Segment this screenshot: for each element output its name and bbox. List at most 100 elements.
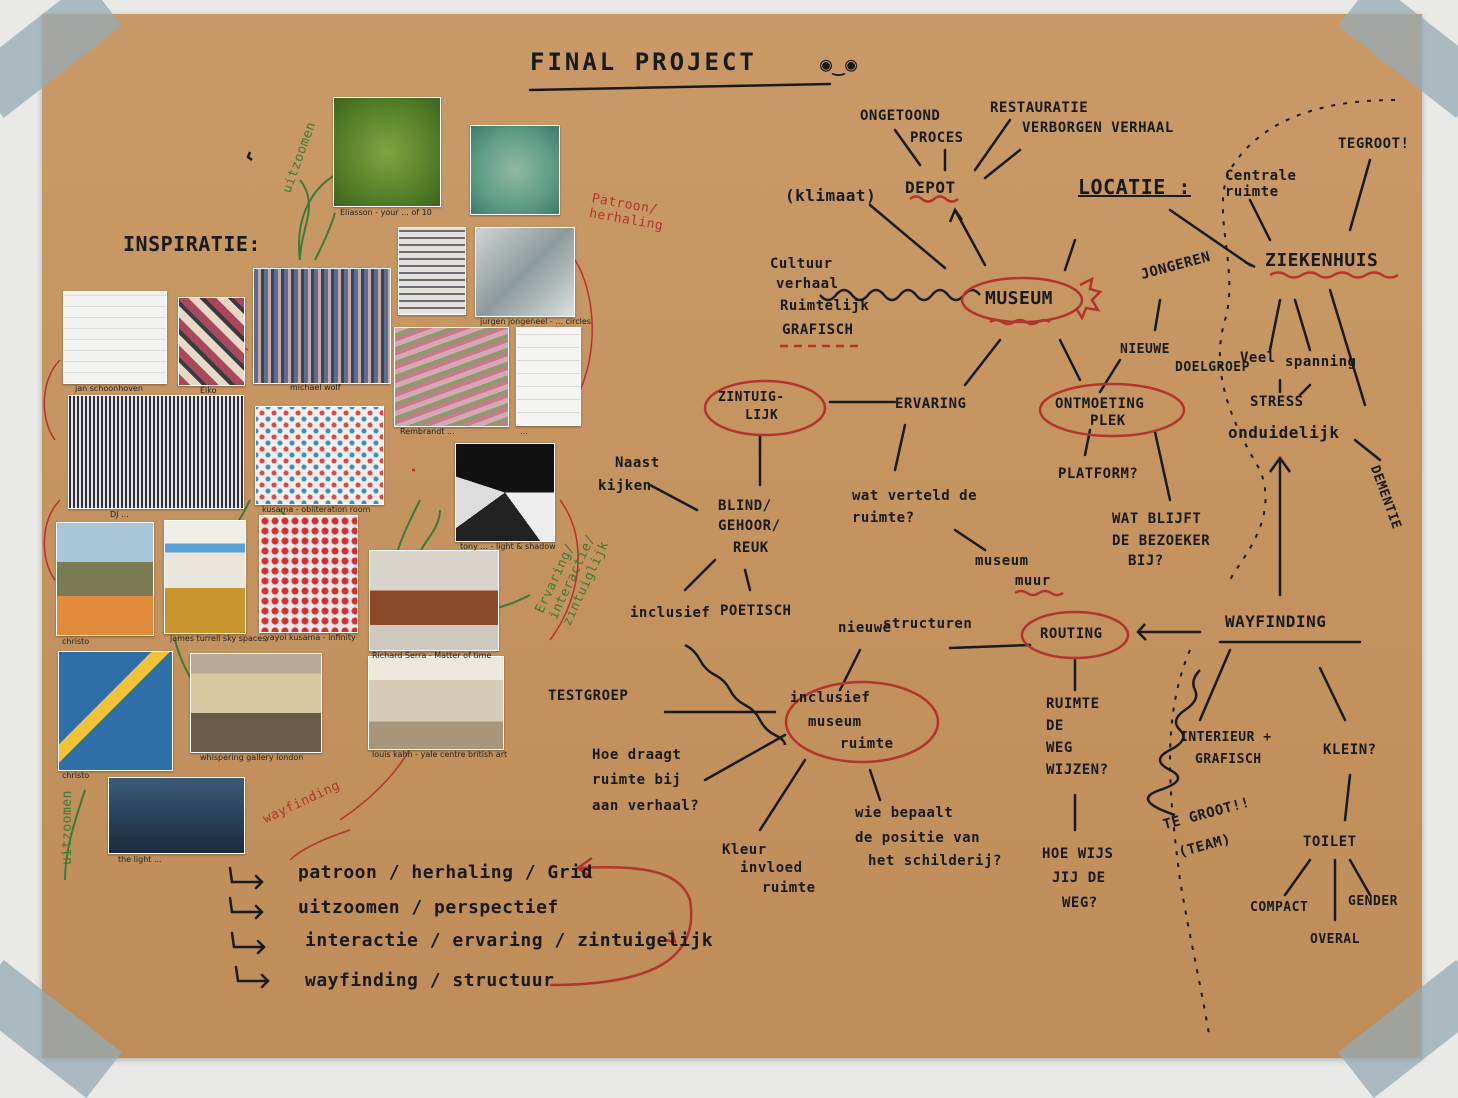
caption: jan schoonhoven — [75, 384, 143, 393]
legend-item: wayfinding / structuur — [305, 970, 555, 991]
photo-dots-room — [255, 406, 384, 505]
node-lijk: LIJK — [745, 408, 779, 423]
node-hoe-wijs-2: JIJ DE — [1052, 870, 1106, 886]
node-testgroep: TESTGROEP — [548, 688, 629, 704]
node-inclusief-2: inclusief — [790, 690, 871, 706]
node-cultuur: Cultuur — [770, 256, 833, 272]
node-blind: BLIND/ — [718, 498, 772, 514]
photo-skyspace — [164, 520, 246, 634]
caption: Eiko — [200, 386, 217, 395]
caption: kusama - obliteration room — [262, 505, 371, 514]
board-title: FINAL PROJECT — [530, 48, 757, 76]
node-naast: Naast — [615, 455, 660, 471]
caption: ... — [520, 427, 528, 436]
caption: Richard Serra - Matter of time — [372, 651, 492, 660]
node-onduidelijk: onduidelijk — [1228, 423, 1340, 442]
caption: michael wolf — [290, 383, 341, 392]
eyes-doodle-icon: ◉‿◉ — [820, 52, 858, 76]
node-ruimte-de-1: RUIMTE — [1046, 696, 1100, 712]
caption: james turrell sky spaces — [170, 634, 267, 643]
node-ruimte-q: ruimte? — [852, 510, 915, 526]
node-ervaring: ERVARING — [895, 396, 967, 412]
caption: the light ... — [118, 855, 162, 864]
node-te-groot-top: TEGROOT! — [1338, 136, 1410, 152]
node-doelgroep: DOELGROEP — [1175, 360, 1250, 375]
caption: Eliasson - your ... of 10 — [340, 208, 432, 217]
photo-aerial-circles — [475, 227, 575, 317]
node-ruimte-de-4: WIJZEN? — [1046, 762, 1109, 778]
node-compact: COMPACT — [1250, 900, 1309, 915]
node-klein: KLEIN? — [1323, 742, 1377, 758]
node-stress: STRESS — [1250, 394, 1304, 410]
photo-whispering-gallery — [190, 653, 322, 753]
node-hoe-wijs-1: HOE WIJS — [1042, 846, 1114, 862]
photo-kusama-red — [259, 515, 358, 633]
caption: christo — [62, 637, 90, 646]
caption: christo — [62, 771, 90, 780]
node-gehoor: GEHOOR/ — [718, 518, 781, 534]
photo-crowd-grid — [398, 227, 466, 315]
node-kleur: Kleur — [722, 842, 767, 858]
node-wat-verteld: wat verteld de — [852, 488, 978, 504]
node-hoe-draagt: Hoe draagt — [592, 747, 682, 763]
caption: tony ... - light & shadow — [460, 542, 556, 551]
node-ruimte-3: ruimte — [762, 880, 816, 896]
node-nieuwe: NIEUWE — [1120, 342, 1170, 357]
node-nieuwe-structuren-2: structuren — [883, 616, 973, 632]
node-gender: GENDER — [1348, 894, 1398, 909]
node-hoe-wijs-3: WEG? — [1062, 895, 1098, 911]
node-depot: DEPOT — [905, 178, 956, 197]
node-wayfinding: WAYFINDING — [1225, 612, 1327, 631]
inspiratie-heading: INSPIRATIE: — [123, 232, 261, 256]
legend-item: patroon / herhaling / Grid — [298, 862, 593, 883]
node-ziekenhuis: ZIEKENHUIS — [1265, 250, 1379, 271]
node-reuk: REUK — [733, 540, 769, 556]
node-ruimtelijk: Ruimtelijk — [780, 298, 870, 314]
node-interieur: INTERIEUR + — [1180, 730, 1272, 745]
photo-teal-circle — [470, 125, 560, 215]
node-overal: OVERAL — [1310, 932, 1360, 947]
caption: whispering gallery london — [200, 753, 304, 762]
caption: yayoi kusama - infinity — [265, 633, 356, 642]
photo-escher-pattern — [178, 297, 245, 386]
caption: DJ ... — [110, 510, 129, 519]
photo-yale-gallery — [368, 656, 504, 750]
photo-white-grid — [516, 327, 581, 426]
node-routing: ROUTING — [1040, 626, 1103, 642]
node-verhaal: verhaal — [776, 276, 839, 292]
node-nieuwe-structuren-1: nieuwe — [838, 620, 892, 636]
node-grafisch-2: GRAFISCH — [1195, 752, 1262, 767]
node-ontmoeting: ONTMOETING — [1055, 396, 1145, 412]
node-ruimte-bij: ruimte bij — [592, 772, 682, 788]
node-museum-2: museum — [808, 714, 862, 730]
node-ruimte-2: ruimte — [840, 736, 894, 752]
caption: louis kahn - yale centre british art — [372, 750, 508, 759]
photo-bw-architecture — [455, 443, 555, 542]
node-proces: PROCES — [910, 130, 964, 146]
node-veel: Veel — [1240, 350, 1276, 366]
node-restauratie: RESTAURATIE — [990, 100, 1089, 116]
node-het-schilderij: het schilderij? — [868, 853, 1002, 869]
photo-white-relief — [63, 291, 167, 384]
node-ongetoond: ONGETOOND — [860, 108, 941, 124]
node-spanning: spanning — [1285, 354, 1357, 370]
photo-floating-piers — [58, 651, 173, 771]
legend-item: interactie / ervaring / zintuigelijk — [305, 930, 714, 951]
node-verborgen-verhaal: VERBORGEN VERHAAL — [1022, 120, 1174, 136]
node-invloed: invloed — [740, 860, 803, 876]
node-ruimte-de-3: WEG — [1046, 740, 1073, 756]
node-inclusief: inclusief — [630, 605, 711, 621]
node-museum-small: museum — [975, 553, 1029, 569]
photo-green-field — [333, 97, 441, 207]
node-grafisch: GRAFISCH — [782, 322, 854, 338]
node-wie-bepaalt: wie bepaalt — [855, 805, 954, 821]
photo-landscape-orange — [56, 522, 154, 636]
node-platform: PLATFORM? — [1058, 466, 1139, 482]
node-klimaat: (klimaat) — [785, 186, 877, 205]
node-kijken: kijken — [598, 478, 652, 494]
node-wat-blijft: WAT BLIJFT — [1112, 511, 1202, 527]
caption: Rembrandt ... — [400, 427, 455, 436]
annotation-uitzoomen-left: uitzoomen — [59, 790, 75, 865]
node-de-bezoeker: DE BEZOEKER — [1112, 533, 1211, 549]
